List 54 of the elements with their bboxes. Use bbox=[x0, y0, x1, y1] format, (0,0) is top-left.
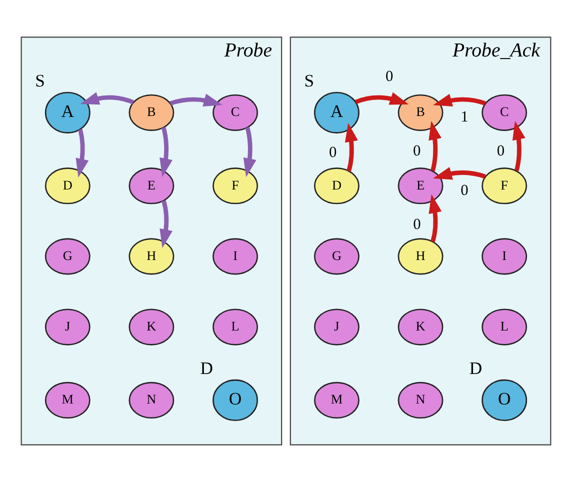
node-label: D bbox=[200, 358, 213, 378]
node-circle: O bbox=[482, 379, 528, 422]
node-ellipse: C bbox=[212, 94, 258, 131]
node-ellipse: B bbox=[128, 94, 174, 131]
edge-label: 0 bbox=[413, 216, 421, 233]
node-ellipse: E bbox=[398, 168, 444, 204]
node-ellipse: G bbox=[44, 238, 90, 275]
node-ellipse: I bbox=[212, 238, 258, 275]
node-ellipse: N bbox=[128, 382, 174, 419]
edge-label: 0 bbox=[496, 142, 505, 160]
arrow bbox=[344, 122, 358, 172]
node-circle: A bbox=[44, 92, 90, 134]
node-ellipse: E bbox=[128, 168, 174, 204]
node-ellipse: N bbox=[398, 382, 444, 419]
node-ellipse: L bbox=[212, 308, 258, 346]
node-ellipse: I bbox=[482, 238, 528, 275]
edge-label: 1 bbox=[460, 108, 468, 126]
arrow bbox=[354, 92, 409, 105]
node-ellipse: J bbox=[44, 308, 90, 346]
node-ellipse: M bbox=[44, 382, 90, 419]
arrow bbox=[428, 194, 442, 242]
node-label: D bbox=[469, 358, 482, 378]
node-ellipse: H bbox=[398, 238, 444, 275]
node-ellipse: K bbox=[128, 308, 174, 346]
arrow bbox=[170, 94, 222, 106]
node-ellipse: F bbox=[212, 168, 258, 204]
node-ellipse: C bbox=[482, 94, 528, 131]
arrow bbox=[428, 120, 442, 172]
node-label: S bbox=[304, 70, 314, 91]
arrow bbox=[80, 92, 134, 105]
arrow bbox=[76, 129, 89, 178]
node-ellipse: L bbox=[482, 308, 528, 346]
node-circle: A bbox=[314, 92, 360, 134]
edge-label: 0 bbox=[460, 182, 468, 199]
arrow bbox=[160, 200, 173, 248]
node-label: S bbox=[35, 70, 45, 91]
arrow bbox=[433, 167, 486, 180]
node-ellipse: H bbox=[128, 238, 174, 275]
node-circle: O bbox=[212, 379, 258, 422]
node-ellipse: G bbox=[314, 238, 360, 275]
arrow bbox=[160, 126, 172, 178]
arrow bbox=[433, 94, 486, 107]
edge-label: 0 bbox=[329, 144, 337, 162]
node-ellipse: K bbox=[398, 308, 444, 346]
node-ellipse: D bbox=[44, 168, 90, 204]
node-ellipse: D bbox=[314, 168, 360, 204]
node-ellipse: J bbox=[314, 308, 360, 346]
node-ellipse: F bbox=[482, 168, 528, 204]
arrow bbox=[512, 120, 526, 172]
arrow bbox=[243, 126, 256, 178]
edge-label: 0 bbox=[413, 142, 421, 160]
node-ellipse: M bbox=[314, 382, 360, 419]
node-ellipse: B bbox=[398, 94, 444, 131]
edge-label: 0 bbox=[386, 68, 394, 85]
